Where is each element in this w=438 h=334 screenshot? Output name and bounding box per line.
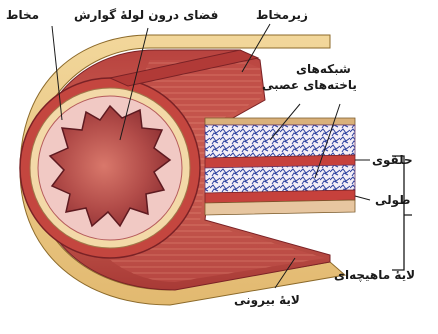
wall-cutaway [205, 118, 355, 215]
label-circular: حلقوی [372, 153, 413, 167]
label-muscle-layer: لایهٔ ماهیچه‌ای [334, 268, 415, 282]
label-serosa: لایهٔ بیرونی [234, 293, 300, 307]
label-mucosa: مخاط [6, 8, 39, 22]
label-submucosa: زیرمخاط [256, 8, 308, 22]
label-lumen: فضای درون لولهٔ گوارش [74, 8, 218, 22]
label-nerve-plexus-line1: شبکه‌های [296, 62, 351, 76]
label-longitudinal: طولی [375, 193, 410, 207]
muscle-layer-bracket [392, 156, 412, 270]
label-nerve-plexus-line2: یاخته‌های عصبی [262, 78, 357, 92]
